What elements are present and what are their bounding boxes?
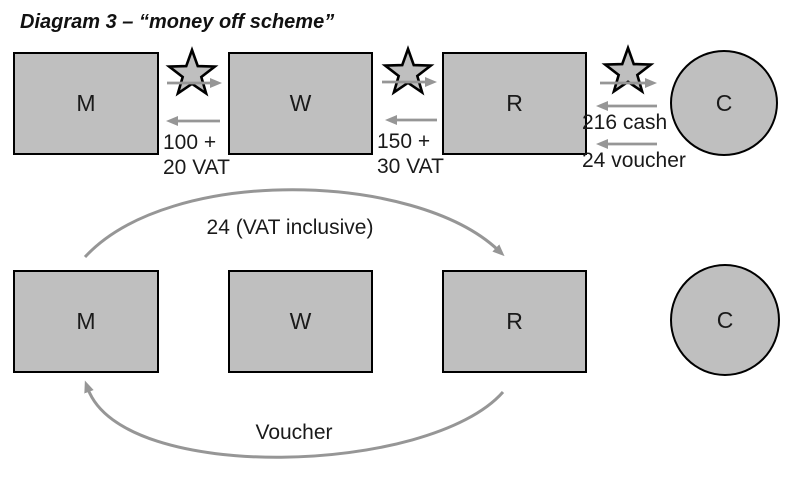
node-consumer-bottom: C — [670, 264, 780, 376]
flow-label-w-to-m-line1: 100 + — [163, 131, 217, 154]
node-consumer-top-label: C — [715, 89, 733, 116]
flow-label-r-to-w: 150 + 30 VAT — [377, 129, 444, 179]
flow-label-r-to-w-line1: 150 + — [377, 130, 431, 153]
flow-label-w-to-m: 100 + 20 VAT — [163, 130, 230, 180]
flow-label-r-to-w-line2: 30 VAT — [377, 155, 444, 178]
star-icon — [601, 44, 655, 95]
flow-label-cash: 216 cash — [582, 111, 668, 134]
flow-label-w-to-m-line2: 20 VAT — [163, 156, 230, 179]
star-icon — [165, 46, 219, 97]
node-wholesaler-top: W — [228, 52, 373, 155]
node-wholesaler-top-label: W — [289, 90, 312, 116]
star-icon — [381, 45, 435, 96]
node-retailer-bottom-label: R — [506, 308, 523, 334]
diagram-title: Diagram 3 – “money off scheme” — [20, 11, 335, 33]
node-retailer-top-label: R — [506, 90, 523, 116]
node-manufacturer-top: M — [13, 52, 159, 155]
flow-label-voucher-return: Voucher — [255, 421, 333, 444]
node-wholesaler-bottom-label: W — [289, 308, 312, 334]
node-manufacturer-top-label: M — [76, 90, 96, 116]
node-manufacturer-bottom-label: M — [76, 308, 96, 334]
node-retailer-bottom: R — [442, 270, 587, 373]
node-manufacturer-bottom: M — [13, 270, 159, 373]
node-consumer-bottom-label: C — [716, 306, 734, 333]
node-wholesaler-bottom: W — [228, 270, 373, 373]
flow-label-voucher-24: 24 voucher — [582, 149, 686, 172]
flow-label-redemption: 24 (VAT inclusive) — [206, 216, 374, 239]
node-consumer-top: C — [670, 50, 778, 156]
node-retailer-top: R — [442, 52, 587, 155]
